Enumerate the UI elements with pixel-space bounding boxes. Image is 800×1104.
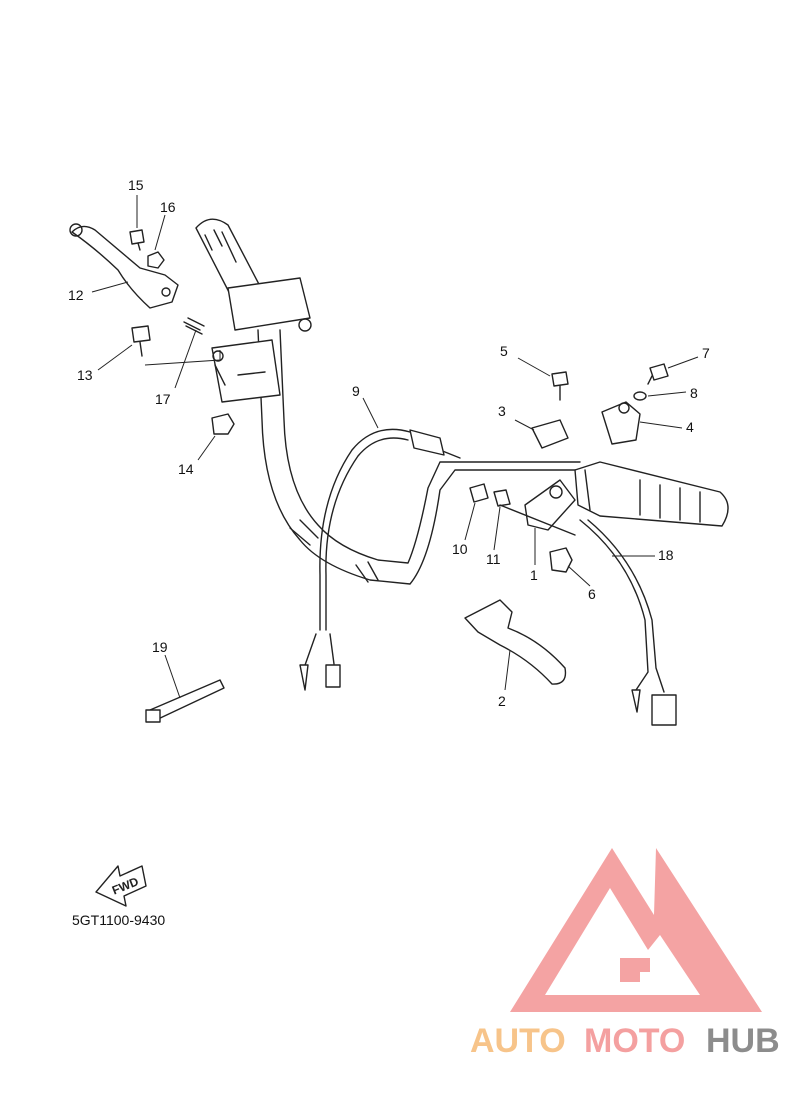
part-12-left-lever [69,223,179,309]
callout-14: 14 [178,461,194,477]
left-lever-holder [211,339,281,403]
part-1-lever-holder [499,479,576,536]
right-throttle-grip [574,461,729,527]
diagram-code: 5GT1100-9430 [72,912,165,928]
part-14-nut [211,413,235,435]
callout-10: 10 [452,541,468,557]
callout-labels: 15 16 12 13 17 14 9 5 3 7 8 4 10 11 1 6 … [68,177,710,709]
callout-13: 13 [77,367,93,383]
watermark-hub: HUB [706,1022,780,1060]
watermark-moto: MOTO [584,1022,685,1060]
part-18-throttle-cable [579,519,677,726]
fwd-arrow: FWD [95,865,147,907]
part-15-bolt [129,229,145,251]
callout-17: 17 [155,391,171,407]
callout-4: 4 [686,419,694,435]
part-7-screw [647,363,669,385]
callout-15: 15 [128,177,144,193]
callout-8: 8 [690,385,698,401]
watermark-auto: AUTO [470,1022,566,1060]
part-5-bolt [551,371,569,401]
callout-9: 9 [352,383,360,399]
callout-1: 1 [530,567,538,583]
callout-6: 6 [588,586,596,602]
part-16-nut [147,251,165,269]
callout-2: 2 [498,693,506,709]
callout-16: 16 [160,199,176,215]
callout-18: 18 [658,547,674,563]
part-8-washer [633,391,647,401]
part-11-clamp [493,489,511,507]
callout-19: 19 [152,639,168,655]
part-3-clamp [531,419,569,449]
watermark-logo-icon [510,848,762,1012]
callout-7: 7 [702,345,710,361]
callout-5: 5 [500,343,508,359]
callout-12: 12 [68,287,84,303]
left-switch-housing [227,277,312,332]
part-6-nut [549,547,573,573]
watermark-text: AUTO MOTO HUB [470,1022,780,1060]
leader-lines [91,195,699,699]
part-17-spring [183,317,205,335]
part-19-cable-tie [145,679,225,723]
part-13-pin [131,325,151,357]
callout-3: 3 [498,403,506,419]
callout-11: 11 [486,551,501,567]
part-4-bracket [601,401,641,445]
part-2-right-lever [464,599,567,685]
handlebar [257,329,581,585]
part-10-clamp [469,483,489,503]
part-9-cable [299,428,461,691]
